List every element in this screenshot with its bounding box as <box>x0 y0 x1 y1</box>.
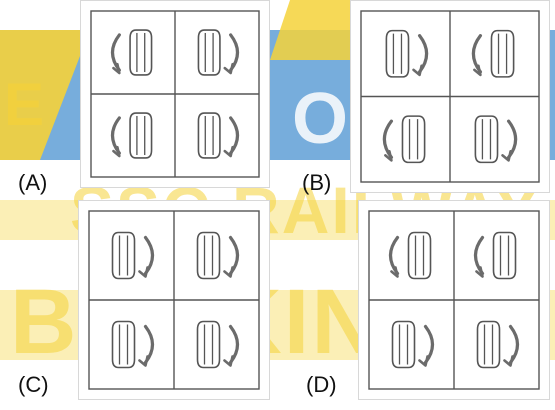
grid-cell-figure <box>110 112 153 159</box>
cylinder-icon <box>197 112 221 159</box>
curved-arrow-counterclockwise-icon <box>110 33 121 75</box>
option-b-panel <box>350 0 550 193</box>
curved-arrow-clockwise-icon <box>223 33 240 75</box>
option-b-label: (B) <box>302 170 332 195</box>
option-a-panel <box>80 0 270 188</box>
option-figure-grid <box>360 10 540 183</box>
cylinder-icon <box>492 231 517 280</box>
grid-cell-figure <box>197 112 240 159</box>
curved-arrow-clockwise-icon <box>412 34 429 77</box>
curved-arrow-clockwise-icon <box>418 324 435 367</box>
curved-arrow-clockwise-icon <box>223 235 240 278</box>
option-figure-grid <box>88 210 260 390</box>
cylinder-icon <box>111 231 136 280</box>
curved-arrow-counterclockwise-icon <box>110 116 121 158</box>
curved-arrow-counterclockwise-icon <box>473 235 485 278</box>
cylinder-icon <box>391 320 416 369</box>
watermark-letter-o: O <box>292 79 351 159</box>
curved-arrow-counterclockwise-icon <box>471 34 483 77</box>
option-a-label: (A) <box>18 170 48 195</box>
cylinder-icon <box>129 29 153 76</box>
curved-arrow-clockwise-icon <box>503 324 520 367</box>
cylinder-icon <box>490 29 515 78</box>
cylinder-icon <box>385 29 410 78</box>
curved-arrow-clockwise-icon <box>501 119 518 162</box>
option-c-panel <box>78 200 270 400</box>
curved-arrow-counterclockwise-icon <box>382 119 394 162</box>
option-c-label: (C) <box>18 372 49 397</box>
grid-cell-figure <box>471 29 515 78</box>
grid-cell-figure <box>388 231 432 280</box>
cylinder-icon <box>474 115 499 164</box>
cylinder-icon <box>407 231 432 280</box>
grid-cell-figure <box>196 231 240 280</box>
cylinder-icon <box>401 115 426 164</box>
cylinder-icon <box>129 112 153 159</box>
curved-arrow-counterclockwise-icon <box>388 235 400 278</box>
option-d-label: (D) <box>306 372 337 397</box>
grid-cell-figure <box>382 115 426 164</box>
cylinder-icon <box>197 29 221 76</box>
curved-arrow-clockwise-icon <box>138 324 155 367</box>
option-figure-grid <box>90 10 260 178</box>
cylinder-icon <box>111 320 136 369</box>
option-figure-grid <box>368 210 540 390</box>
grid-cell-figure <box>473 231 517 280</box>
grid-cell-figure <box>474 115 518 164</box>
curved-arrow-clockwise-icon <box>223 324 240 367</box>
watermark-letter-e: E <box>4 71 47 138</box>
grid-cell-figure <box>197 29 240 76</box>
cylinder-icon <box>196 320 221 369</box>
cylinder-icon <box>196 231 221 280</box>
grid-cell-figure <box>476 320 520 369</box>
grid-cell-figure <box>111 231 155 280</box>
curved-arrow-clockwise-icon <box>138 235 155 278</box>
grid-cell-figure <box>111 320 155 369</box>
curved-arrow-clockwise-icon <box>223 116 240 158</box>
option-d-panel <box>358 200 550 400</box>
grid-cell-figure <box>110 29 153 76</box>
grid-cell-figure <box>196 320 240 369</box>
grid-cell-figure <box>385 29 429 78</box>
grid-cell-figure <box>391 320 435 369</box>
cylinder-icon <box>476 320 501 369</box>
